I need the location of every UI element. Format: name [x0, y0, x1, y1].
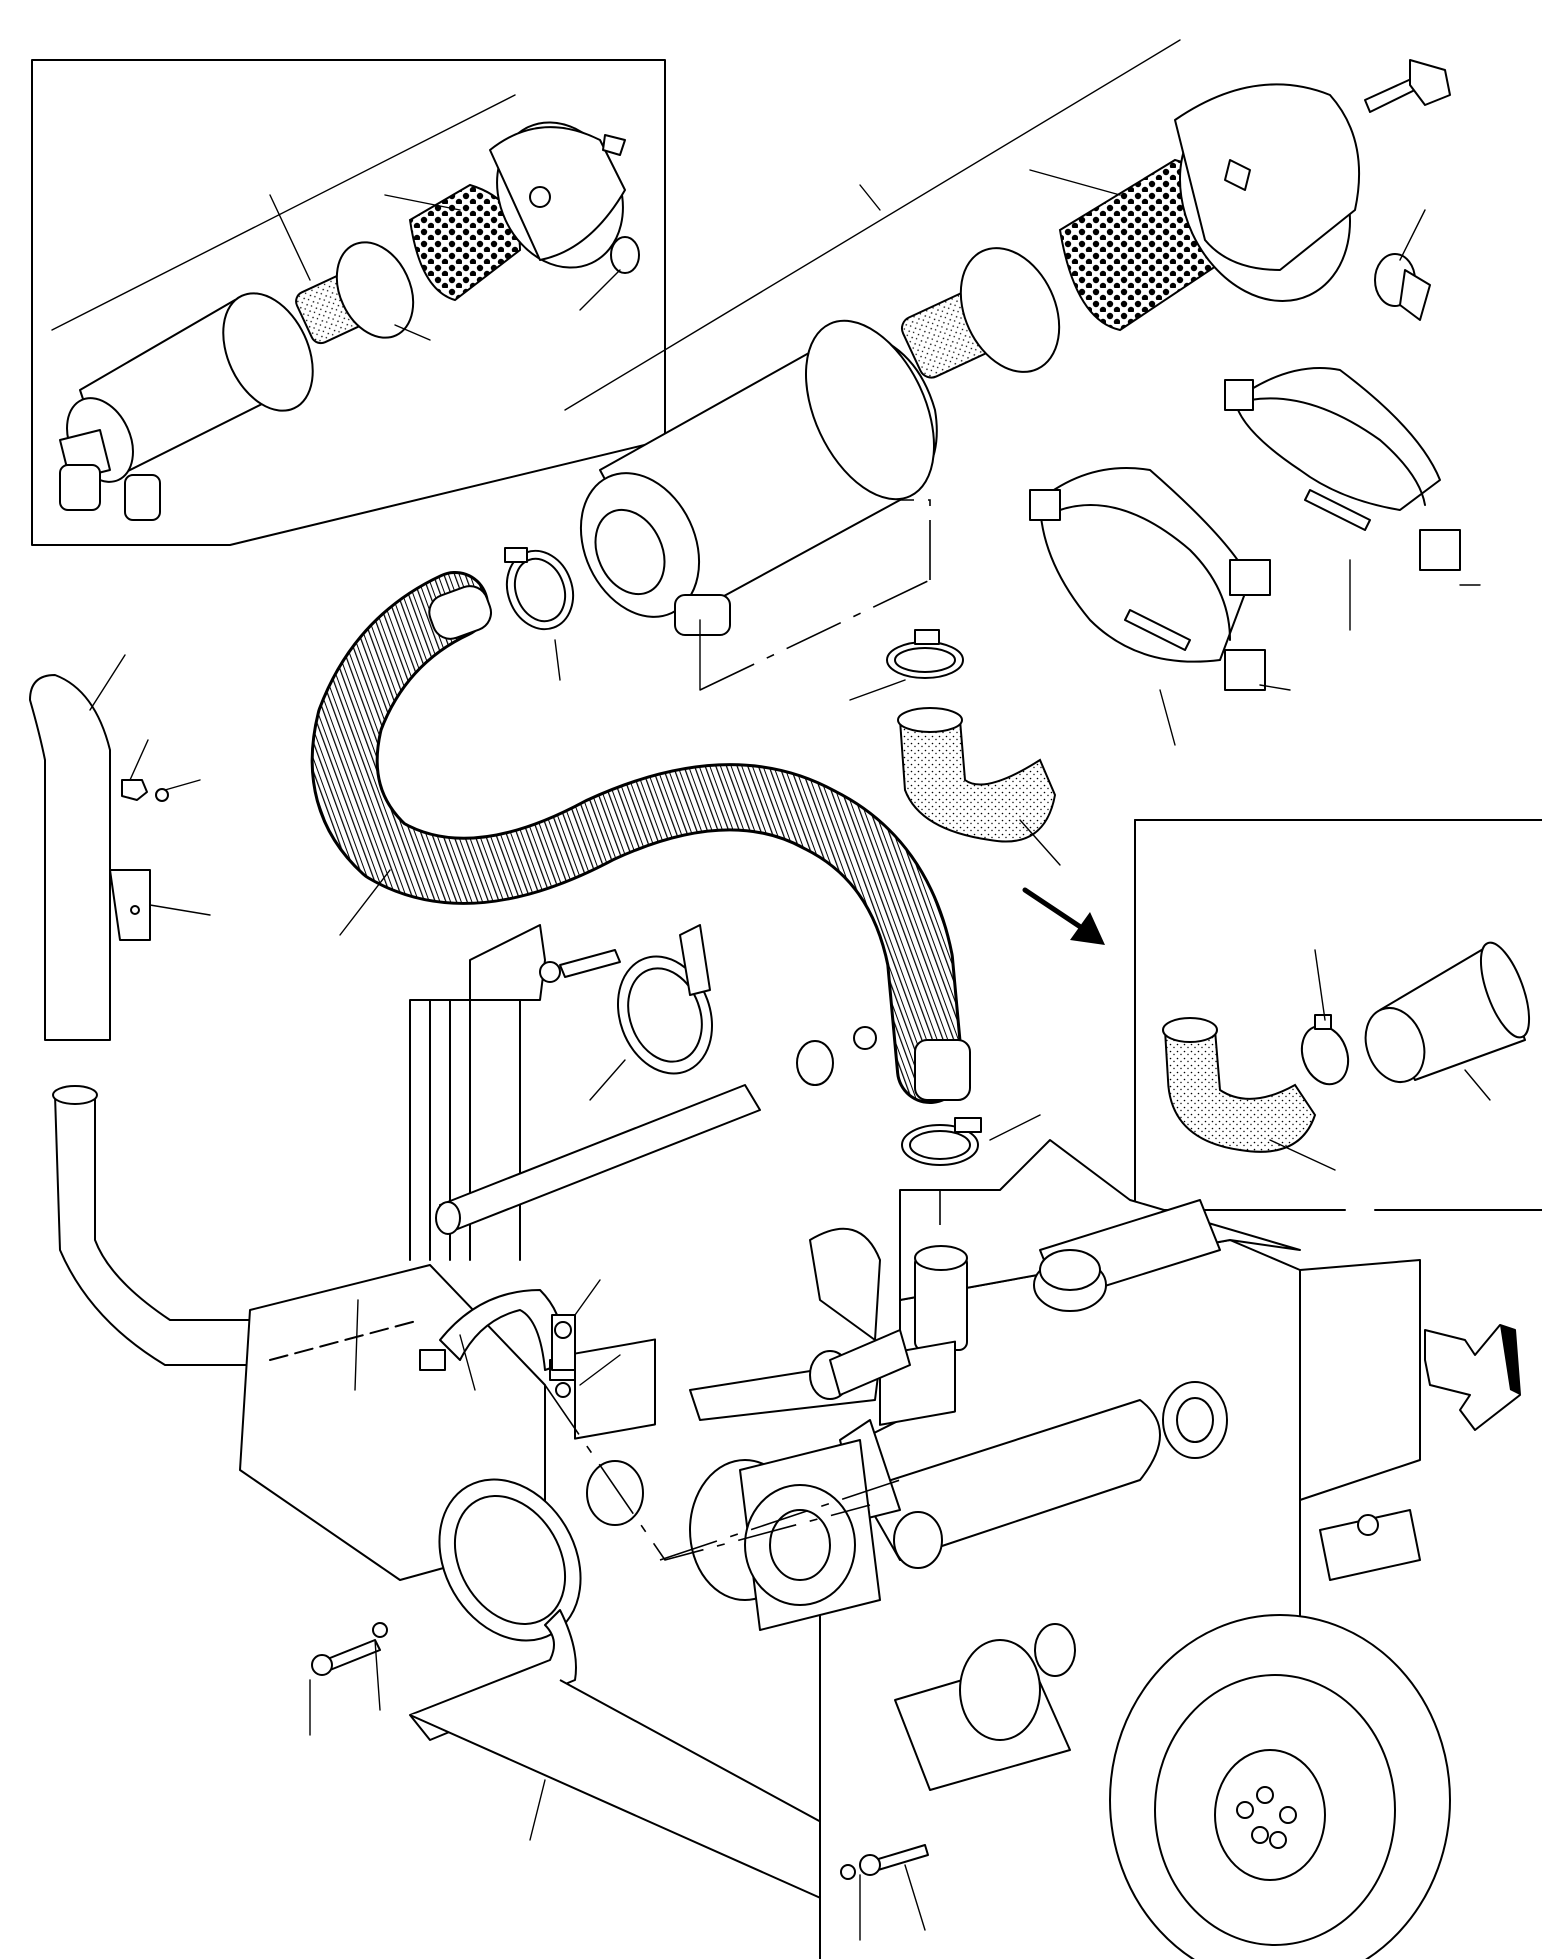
pipe-bracket	[109, 869, 151, 941]
cone-adapter-inset	[1364, 941, 1531, 1083]
mounting-band-lower	[1029, 467, 1271, 691]
strap-bolt	[551, 1314, 576, 1398]
rod-nut	[853, 1026, 877, 1050]
exhaust-gasket	[574, 1338, 656, 1526]
view-arrow-icon	[1424, 1324, 1521, 1431]
starter-motor	[894, 1623, 1076, 1791]
intake-stub	[914, 1245, 968, 1351]
hose-clamp-upper	[504, 547, 575, 631]
exhaust-pipe-upper	[29, 674, 169, 1041]
hose-clamp-inset	[1300, 1014, 1350, 1086]
corrugated-intake-hose	[310, 571, 971, 1104]
wing-screw-small	[602, 134, 626, 156]
air-cleaner-cover-small	[489, 121, 626, 269]
pipe-washer	[155, 788, 169, 802]
hose-clamp-middle	[886, 629, 964, 679]
direction-arrow-icon	[1022, 887, 1105, 945]
dust-outlet	[674, 594, 731, 636]
wing-screw	[1364, 59, 1451, 113]
thermostat-housing	[1162, 1381, 1228, 1459]
filter-element-outer-small	[335, 183, 522, 339]
support-rod	[435, 1084, 761, 1235]
oil-filler-cap	[1033, 1249, 1107, 1312]
air-cleaner-cover	[1174, 83, 1361, 302]
air-cleaner-assembly	[564, 39, 1451, 636]
bracket-clamp	[616, 924, 714, 1075]
inset-air-cleaner-alt	[31, 59, 666, 546]
band-bolt-lower	[1124, 609, 1191, 651]
band-bolt	[1304, 489, 1371, 531]
air-cleaner-housing-small	[59, 292, 314, 521]
oil-pan-drain	[1319, 1509, 1421, 1581]
hose-clamp-lower	[901, 1117, 982, 1166]
rubber-elbow	[897, 707, 1057, 843]
rod-washer	[796, 1040, 834, 1086]
mounting-band-upper	[1224, 367, 1461, 571]
flywheel-housing	[1109, 1614, 1451, 1959]
muffler-strap-lower	[409, 1609, 851, 1916]
dust-valve-small	[610, 236, 640, 274]
water-pump	[689, 1439, 881, 1631]
pipe-nut	[121, 779, 148, 801]
inset-elbow-adapter	[1134, 819, 1542, 1211]
air-cleaner-housing	[579, 319, 938, 636]
mount-bolt	[840, 1844, 929, 1880]
muffler-bolt	[311, 1622, 388, 1676]
rubber-elbow-inset	[1163, 1029, 1317, 1153]
bracket-bolt	[559, 949, 621, 978]
dust-valve	[1374, 253, 1431, 321]
